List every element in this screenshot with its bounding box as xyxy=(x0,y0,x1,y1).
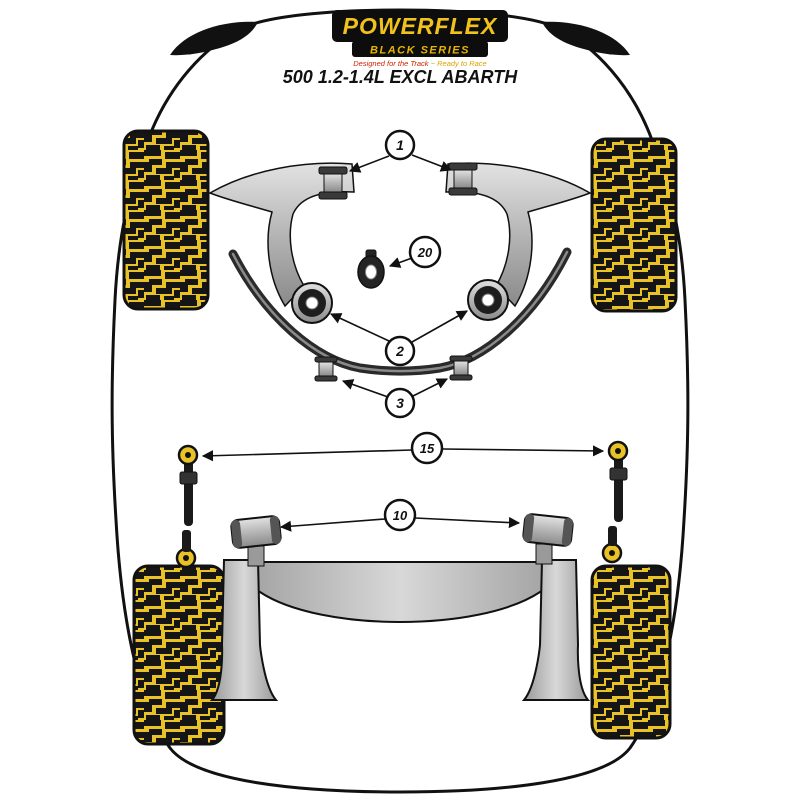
arrow-3-left xyxy=(341,379,389,398)
series-badge-plate xyxy=(352,41,488,57)
drop-link-left xyxy=(175,444,199,569)
callouts: 1 20 2 3 15 10 xyxy=(383,129,444,532)
tire-rear-left xyxy=(132,564,226,746)
a-pillar-right xyxy=(542,21,630,56)
tires xyxy=(122,129,678,746)
bushing-mount-20 xyxy=(357,249,385,289)
bushing-rear-arm-right xyxy=(467,279,509,321)
callout-1: 1 xyxy=(384,129,416,161)
bushing-arb-right xyxy=(449,355,473,381)
series-badge-text: BLACK SERIES xyxy=(370,45,470,57)
svg-text:1: 1 xyxy=(396,137,404,153)
brand-block: POWERFLEX BLACK SERIES Designed for the … xyxy=(283,10,518,87)
brand-logo-plate xyxy=(332,10,508,42)
front-subframe-arm-right xyxy=(445,162,592,308)
brand-logo-text: POWERFLEX xyxy=(343,13,498,39)
svg-text:10: 10 xyxy=(393,508,408,523)
rear-beam-arm-right xyxy=(521,559,591,701)
arrow-15-right xyxy=(442,445,605,457)
svg-text:2: 2 xyxy=(395,343,404,359)
bushing-rear-beam-right xyxy=(522,513,574,547)
arrow-1-left xyxy=(348,155,390,173)
tire-front-left xyxy=(122,129,210,311)
svg-text:15: 15 xyxy=(420,441,435,456)
rear-beam-arm-left xyxy=(209,559,279,701)
diagram-title: 500 1.2-1.4L EXCL ABARTH xyxy=(283,67,518,87)
callout-10: 10 xyxy=(383,498,417,532)
arrow-2-right xyxy=(411,310,468,343)
arrow-15-left xyxy=(201,449,413,462)
arrow-10-right xyxy=(414,516,521,529)
tagline-left: Designed for the Track xyxy=(353,59,430,68)
tagline-right: ~ Ready to Race xyxy=(431,59,487,68)
bushing-arb-left xyxy=(314,356,338,382)
arrow-20 xyxy=(388,257,413,268)
bushing-rear-arm-left xyxy=(291,282,333,324)
arrow-10-left xyxy=(279,518,386,532)
front-subframe-arm-left xyxy=(208,162,355,308)
callout-20: 20 xyxy=(408,235,442,269)
rear-bush-post-right xyxy=(535,543,553,565)
callout-15: 15 xyxy=(410,431,444,465)
arrow-2-left xyxy=(329,313,390,342)
callout-arrows xyxy=(201,154,605,532)
tire-front-right xyxy=(590,137,678,313)
callout-3: 3 xyxy=(384,387,416,419)
svg-text:3: 3 xyxy=(396,395,404,411)
rear-suspension xyxy=(175,440,629,701)
arrow-3-right xyxy=(412,378,449,397)
drop-link-right xyxy=(601,440,629,564)
bushing-front-arm-front-left xyxy=(318,166,348,200)
svg-text:20: 20 xyxy=(417,245,433,260)
rear-bush-post-left xyxy=(247,545,265,567)
front-suspension xyxy=(208,162,592,382)
tagline: Designed for the Track ~ Ready to Race xyxy=(353,59,486,68)
a-pillar-left xyxy=(170,21,258,56)
arrow-1-right xyxy=(411,154,453,172)
front-anti-roll-bar-highlight xyxy=(231,250,569,373)
callout-2: 2 xyxy=(384,335,416,367)
bushing-front-arm-front-right xyxy=(448,162,478,196)
tire-rear-right xyxy=(590,564,672,740)
bushing-rear-beam-left xyxy=(230,515,282,549)
